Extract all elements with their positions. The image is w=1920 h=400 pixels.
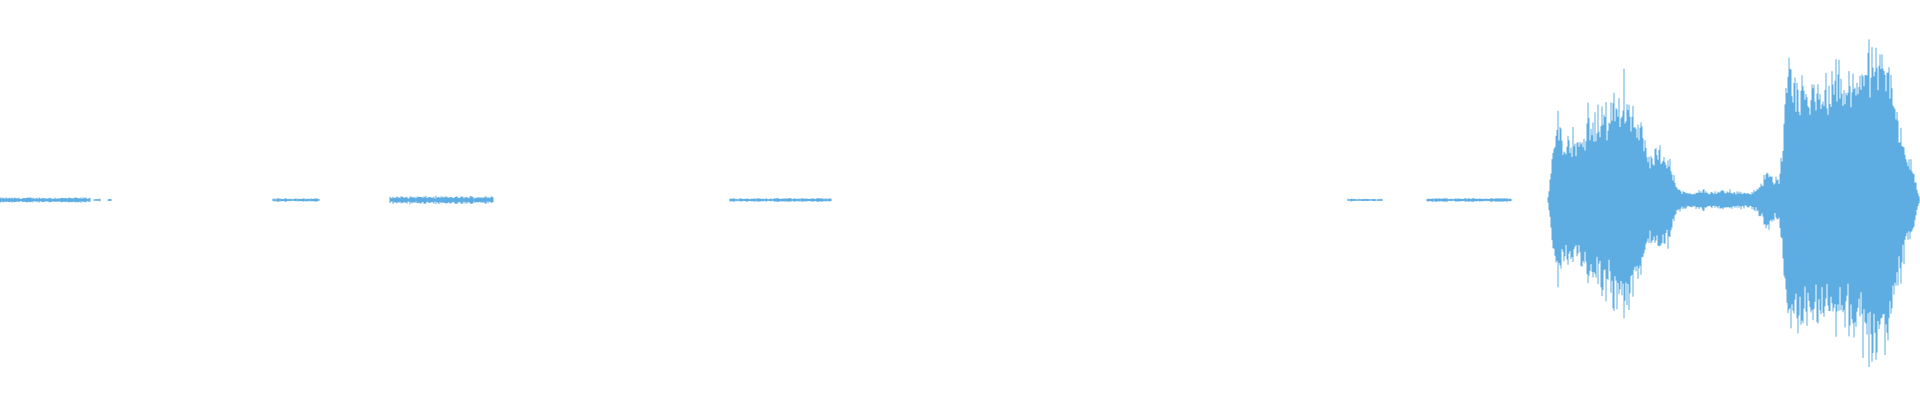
waveform-trace [0, 39, 1920, 367]
